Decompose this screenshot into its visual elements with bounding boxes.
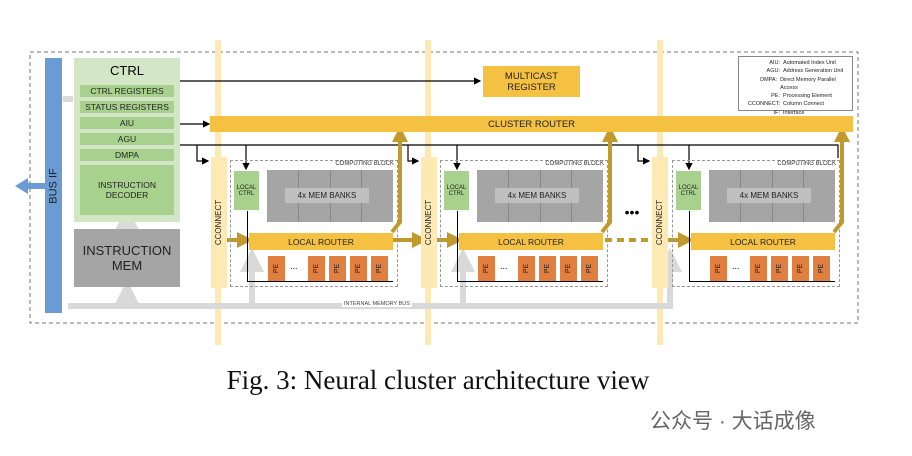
processing-element: PE <box>350 256 367 281</box>
computing-block-title: COMPUTING BLOCK <box>777 161 836 167</box>
processing-element: PE <box>813 256 830 281</box>
ctrl-block: CTRL CTRL REGISTERS STATUS REGISTERS AIU AG… <box>74 58 180 222</box>
ctrl-title: CTRL <box>110 63 144 78</box>
legend-entry: IF:Interface <box>773 109 805 116</box>
cconnect: CCONNECT <box>421 157 437 288</box>
processing-element: PE <box>518 256 535 281</box>
local-ctrl: LOCAL CTRL <box>234 171 259 210</box>
local-ctrl: LOCAL CTRL <box>444 171 469 210</box>
ctrl-row: AIU <box>80 117 174 129</box>
local-ctrl: LOCAL CTRL <box>676 171 701 210</box>
instruction-mem: INSTRUCTION MEM <box>74 229 180 287</box>
internal-memory-bus-label: INTERNAL MEMORY BUS <box>342 301 412 307</box>
computing-block: COMPUTING BLOCK LOCAL CTRL 4x MEM BANKS … <box>440 160 608 287</box>
local-router: LOCAL ROUTER <box>459 233 603 250</box>
legend-entry: AGU:Address Generation Unit <box>766 68 844 75</box>
processing-element: PE <box>308 256 325 281</box>
computing-block: COMPUTING BLOCK LOCAL CTRL 4x MEM BANKS … <box>672 160 840 287</box>
mem-banks-label: 4x MEM BANKS <box>285 188 369 203</box>
mem-banks-label: 4x MEM BANKS <box>727 188 811 203</box>
legend-entry: CCONNECT:Column Connect <box>747 101 824 108</box>
mem-banks-label: 4x MEM BANKS <box>495 188 579 203</box>
pe-ellipsis: ... <box>500 261 508 271</box>
bus-if: BUS IF <box>45 58 62 313</box>
pe-ellipsis: ... <box>290 261 298 271</box>
instruction-decoder: INSTRUCTION DECODER <box>80 165 174 215</box>
cconnect: CCONNECT <box>211 157 227 288</box>
computing-block-title: COMPUTING BLOCK <box>545 161 604 167</box>
ctrl-row: CTRL REGISTERS <box>80 85 174 97</box>
local-router: LOCAL ROUTER <box>249 233 393 250</box>
processing-element: PE <box>792 256 809 281</box>
cluster-router: CLUSTER ROUTER <box>210 116 853 132</box>
mem-banks: 4x MEM BANKS <box>267 170 393 222</box>
ctrl-row: DMPA <box>80 149 174 161</box>
ctrl-row: STATUS REGISTERS <box>80 101 174 113</box>
processing-element: PE <box>771 256 788 281</box>
computing-block: COMPUTING BLOCK LOCAL CTRL 4x MEM BANKS … <box>230 160 398 287</box>
processing-element: PE <box>329 256 346 281</box>
legend-entry: PE:Processing Element <box>771 93 832 100</box>
bus-if-external-arrow <box>15 178 45 194</box>
mem-banks: 4x MEM BANKS <box>709 170 835 222</box>
processing-element: PE <box>560 256 577 281</box>
processing-element: PE <box>710 256 727 281</box>
cconnect: CCONNECT <box>652 157 668 288</box>
computing-block-title: COMPUTING BLOCK <box>335 161 394 167</box>
mem-banks: 4x MEM BANKS <box>477 170 603 222</box>
watermark: 公众号 · 大话成像 <box>650 410 816 433</box>
legend-entry: DMPA:Direct Memory Parallel Access <box>760 76 836 91</box>
processing-element: PE <box>478 256 495 281</box>
figure-caption: Fig. 3: Neural cluster architecture view <box>226 364 650 395</box>
legend-entry: AIU:Automated Index Unit <box>769 60 836 66</box>
processing-element: PE <box>539 256 556 281</box>
processing-element: PE <box>268 256 285 281</box>
multicast-register: MULTICAST REGISTER <box>483 66 580 97</box>
processing-element: PE <box>750 256 767 281</box>
more-blocks-ellipsis: ••• <box>624 204 640 220</box>
processing-element: PE <box>581 256 598 281</box>
processing-element: PE <box>371 256 388 281</box>
cluster-boundary <box>29 51 859 324</box>
ctrl-row: AGU <box>80 133 174 145</box>
pe-ellipsis: ... <box>732 261 740 271</box>
local-router: LOCAL ROUTER <box>691 233 835 250</box>
